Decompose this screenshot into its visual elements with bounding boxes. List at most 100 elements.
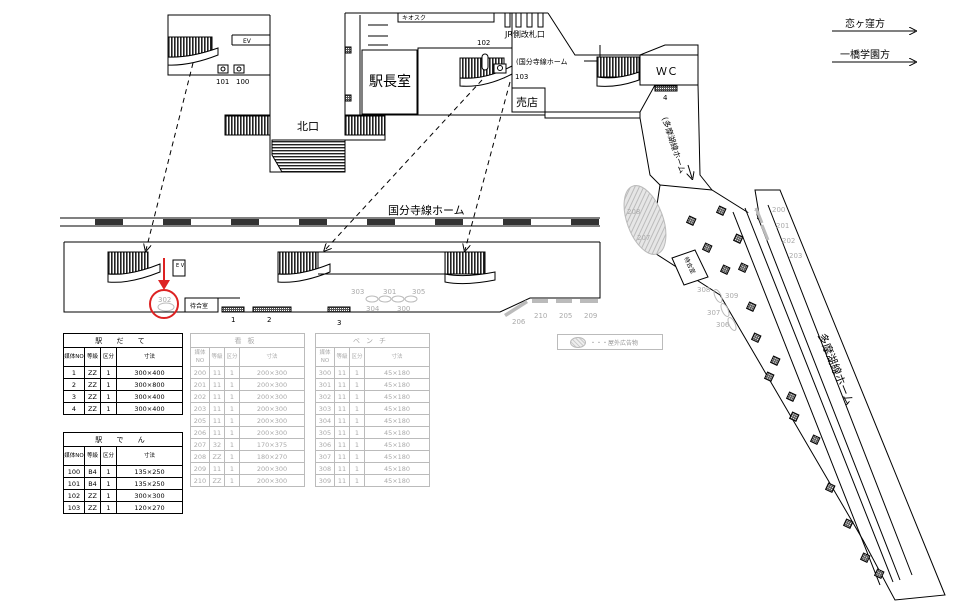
table-kanban-caption: 看板: [190, 333, 305, 348]
svg-text:306: 306: [716, 321, 730, 329]
outdoor-ad-area: [623, 185, 667, 255]
table-ekiden-caption: 駅 で ん: [63, 432, 183, 447]
ad-103-number: 103: [515, 73, 528, 81]
signs-kokubunji: 206 210 205 209: [504, 299, 598, 326]
svg-text:1: 1: [231, 316, 235, 324]
elevator: [172, 259, 186, 277]
svg-text:202: 202: [782, 237, 795, 245]
pillar: [344, 94, 352, 102]
table-header: 寸法: [116, 347, 183, 367]
pillar: [344, 46, 352, 54]
outdoor-ad-icon: [570, 337, 586, 348]
wc-label: ＷＣ: [656, 65, 678, 78]
ad-100-101: 101 100: [216, 64, 249, 86]
kiosk: [397, 12, 495, 23]
table-header: 等級: [84, 446, 101, 466]
svg-text:203: 203: [789, 252, 802, 260]
escalator-platform-mid: [277, 263, 331, 283]
tama-platform: [649, 184, 946, 601]
svg-text:205: 205: [559, 312, 572, 320]
tama-track: [732, 207, 894, 586]
table-header: 媒体NO: [190, 347, 210, 367]
kokubunji-platform-label: 国分寺線ホーム: [388, 203, 465, 217]
svg-text:209: 209: [584, 312, 597, 320]
benches-tama: 308 309 307 306: [697, 286, 738, 331]
signs-tama: 200 201 202 203: [754, 206, 802, 260]
elevator-label: E V: [176, 263, 185, 269]
tama-platform-pillars: [685, 205, 885, 579]
ad-4-number: 4: [663, 94, 668, 102]
svg-text:307: 307: [707, 309, 720, 317]
kitaguchi-label: 北口: [297, 120, 319, 133]
kokubunji-home-note: (国分寺線ホーム: [516, 57, 568, 66]
escalator-upper-left: [167, 47, 219, 66]
kokubunji-track: [60, 217, 600, 227]
table-header: 媒体NO: [63, 446, 85, 466]
ad-102: [481, 53, 489, 71]
escalator-kokubunji-upper: [459, 65, 513, 87]
table-bench-caption: ベンチ: [315, 333, 430, 348]
table-header: 寸法: [116, 446, 183, 466]
concourse-outline: [167, 12, 699, 173]
direction-koigakubo: 恋ヶ窪方: [845, 17, 885, 30]
connector-lines: [146, 62, 511, 250]
legend-label: ・・・屋外広告物: [590, 340, 639, 347]
escalator-tama-upper: [596, 71, 640, 87]
ad-100-number: 100: [236, 78, 249, 86]
table-ekidate-caption: 駅 だ て: [63, 333, 183, 348]
table-header: 寸法: [364, 347, 430, 367]
tama-platform-label: 多摩湖線ホーム: [815, 331, 857, 407]
svg-text:200: 200: [772, 206, 785, 214]
benches-kokubunji: 303 301 305 304 300: [351, 288, 425, 313]
svg-text:2: 2: [267, 316, 271, 324]
table-header: 区分: [100, 446, 117, 466]
tama-corridor: [639, 84, 713, 191]
svg-text:303: 303: [351, 288, 364, 296]
svg-text:300: 300: [397, 305, 410, 313]
ad-2: 2: [252, 306, 292, 324]
highlight-marker: [149, 258, 179, 319]
table-header: 区分: [100, 347, 117, 367]
bench-302-number: 302: [158, 296, 171, 304]
ad-102-number: 102: [477, 39, 490, 47]
svg-text:206: 206: [512, 318, 526, 326]
waiting-room-label: 待合室: [190, 302, 208, 310]
waiting-room: [184, 297, 219, 313]
wc: [639, 54, 699, 86]
ad-1: 1: [221, 306, 245, 324]
concourse-fixtures: [368, 24, 388, 46]
svg-text:210: 210: [534, 312, 547, 320]
stairs-platform-right: [444, 251, 486, 275]
table-header: 区分: [224, 347, 240, 367]
ad-4: [654, 85, 678, 92]
stairs-north-right: [344, 115, 386, 136]
stairs-north-exit: [271, 139, 346, 173]
ad-101-number: 101: [216, 78, 229, 86]
ev-label: EV: [243, 38, 252, 45]
